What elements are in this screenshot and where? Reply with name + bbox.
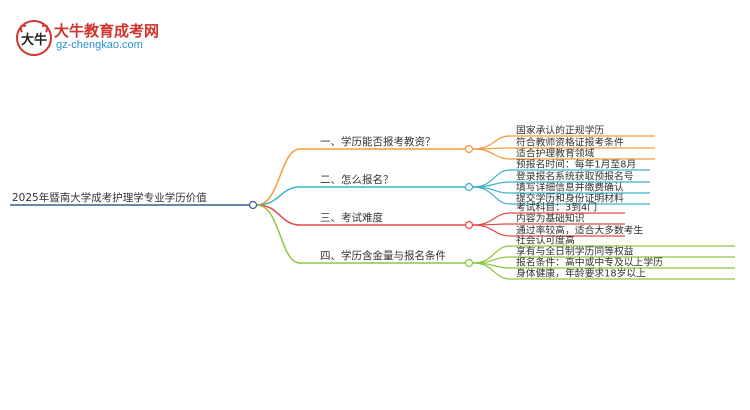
bull-logo-icon: 大牛 xyxy=(16,20,52,56)
branch-collapse-icon[interactable] xyxy=(464,258,474,268)
leaf-connector xyxy=(472,224,511,237)
branch-node: 二、怎么报名？ xyxy=(320,173,394,186)
leaf-connector xyxy=(472,181,511,188)
branch-node: 三、考试难度 xyxy=(320,211,383,224)
leaf-connector xyxy=(472,212,511,226)
branch-collapse-icon[interactable] xyxy=(464,182,474,192)
leaf-node: 符合教师资格证报考条件 xyxy=(516,136,624,149)
leaf-node: 内容为基础知识 xyxy=(516,212,585,225)
leaf-node: 登录报名系统获取预报名号 xyxy=(516,170,634,183)
leaf-node: 提交学历和身份证明材料 xyxy=(516,192,624,205)
branch-connector xyxy=(256,204,301,226)
branch-connector xyxy=(256,204,301,264)
logo-title: 大牛教育成考网 xyxy=(54,22,160,40)
leaf-connector xyxy=(472,148,511,160)
leaf-node: 考试科目：3到4门 xyxy=(516,201,597,214)
leaf-connector xyxy=(472,135,511,150)
branch-node: 四、学历含金量与报名条件 xyxy=(320,249,446,262)
leaf-node: 通过率较高，适合大多数考生 xyxy=(516,224,644,237)
branch-node: 一、学历能否报考教资？ xyxy=(320,135,436,148)
leaf-node: 报名条件：高中或中专及以上学历 xyxy=(516,256,663,269)
leaf-node: 填写详细信息并缴费确认 xyxy=(516,181,624,194)
leaf-node: 国家承认的正规学历 xyxy=(516,124,604,137)
branch-collapse-icon[interactable] xyxy=(464,220,474,230)
leaf-node: 预报名时间：每年1月至8月 xyxy=(516,158,636,171)
mind-map-edges xyxy=(10,135,735,280)
branch-connector xyxy=(256,186,301,206)
leaf-connector xyxy=(472,186,511,205)
root-node: 2025年暨南大学成考护理学专业学历价值 xyxy=(12,191,207,204)
logo-url: gz-chengkao.com xyxy=(56,39,143,51)
root-collapse-icon[interactable] xyxy=(248,200,258,210)
mind-map-nodes: 2025年暨南大学成考护理学专业学历价值 一、学历能否报考教资？ 国家承认的正规学历… xyxy=(12,124,663,280)
leaf-node: 社会认可度高 xyxy=(516,234,575,247)
logo-mark-text: 大牛 xyxy=(21,32,47,48)
leaf-node: 身体健康，年龄要求18岁以上 xyxy=(516,267,646,280)
branch-connector xyxy=(256,148,301,206)
leaf-connector xyxy=(472,262,511,280)
leaf-node: 适合护理教育领域 xyxy=(516,147,595,160)
leaf-node: 享有与全日制学历同等权益 xyxy=(516,245,634,258)
logo: 大牛 xyxy=(14,18,194,58)
branch-collapse-icon[interactable] xyxy=(464,144,474,154)
